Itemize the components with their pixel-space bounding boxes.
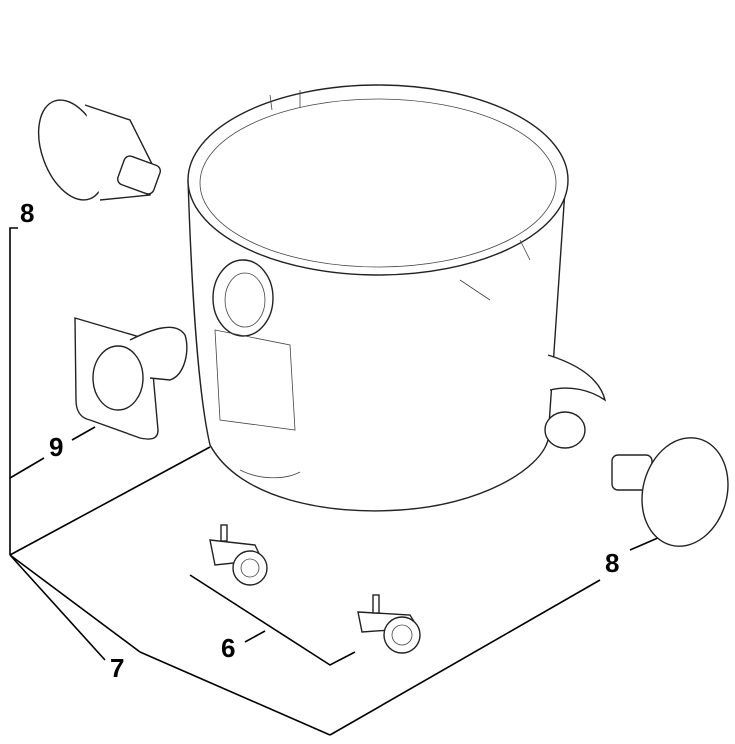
leader-line-7a <box>9 554 106 661</box>
callout-6: 6 <box>221 633 236 663</box>
callout-7: 7 <box>110 653 125 683</box>
inlet-fitting <box>74 317 188 440</box>
leader-line-8-right <box>329 579 601 736</box>
knob-top-left <box>37 99 161 201</box>
callout-8-right: 8 <box>605 548 620 578</box>
caster-right <box>357 594 421 654</box>
leader-line-9a <box>9 457 45 479</box>
leader-line-9b <box>71 426 96 441</box>
leader-line-bucket <box>9 446 211 556</box>
leader-line-8-top <box>9 227 18 555</box>
caster-left <box>209 524 268 586</box>
leader-line-7b <box>139 651 331 736</box>
callout-9: 9 <box>49 432 64 462</box>
leader-line-7c <box>9 554 141 653</box>
leader-line-8-right-b <box>629 536 661 551</box>
callout-8-top: 8 <box>20 198 35 228</box>
container-bucket <box>187 84 607 512</box>
leader-line-6b <box>244 630 266 643</box>
knob-right <box>611 437 729 547</box>
leader-line-6 <box>189 574 356 666</box>
leader-lines <box>9 227 661 736</box>
